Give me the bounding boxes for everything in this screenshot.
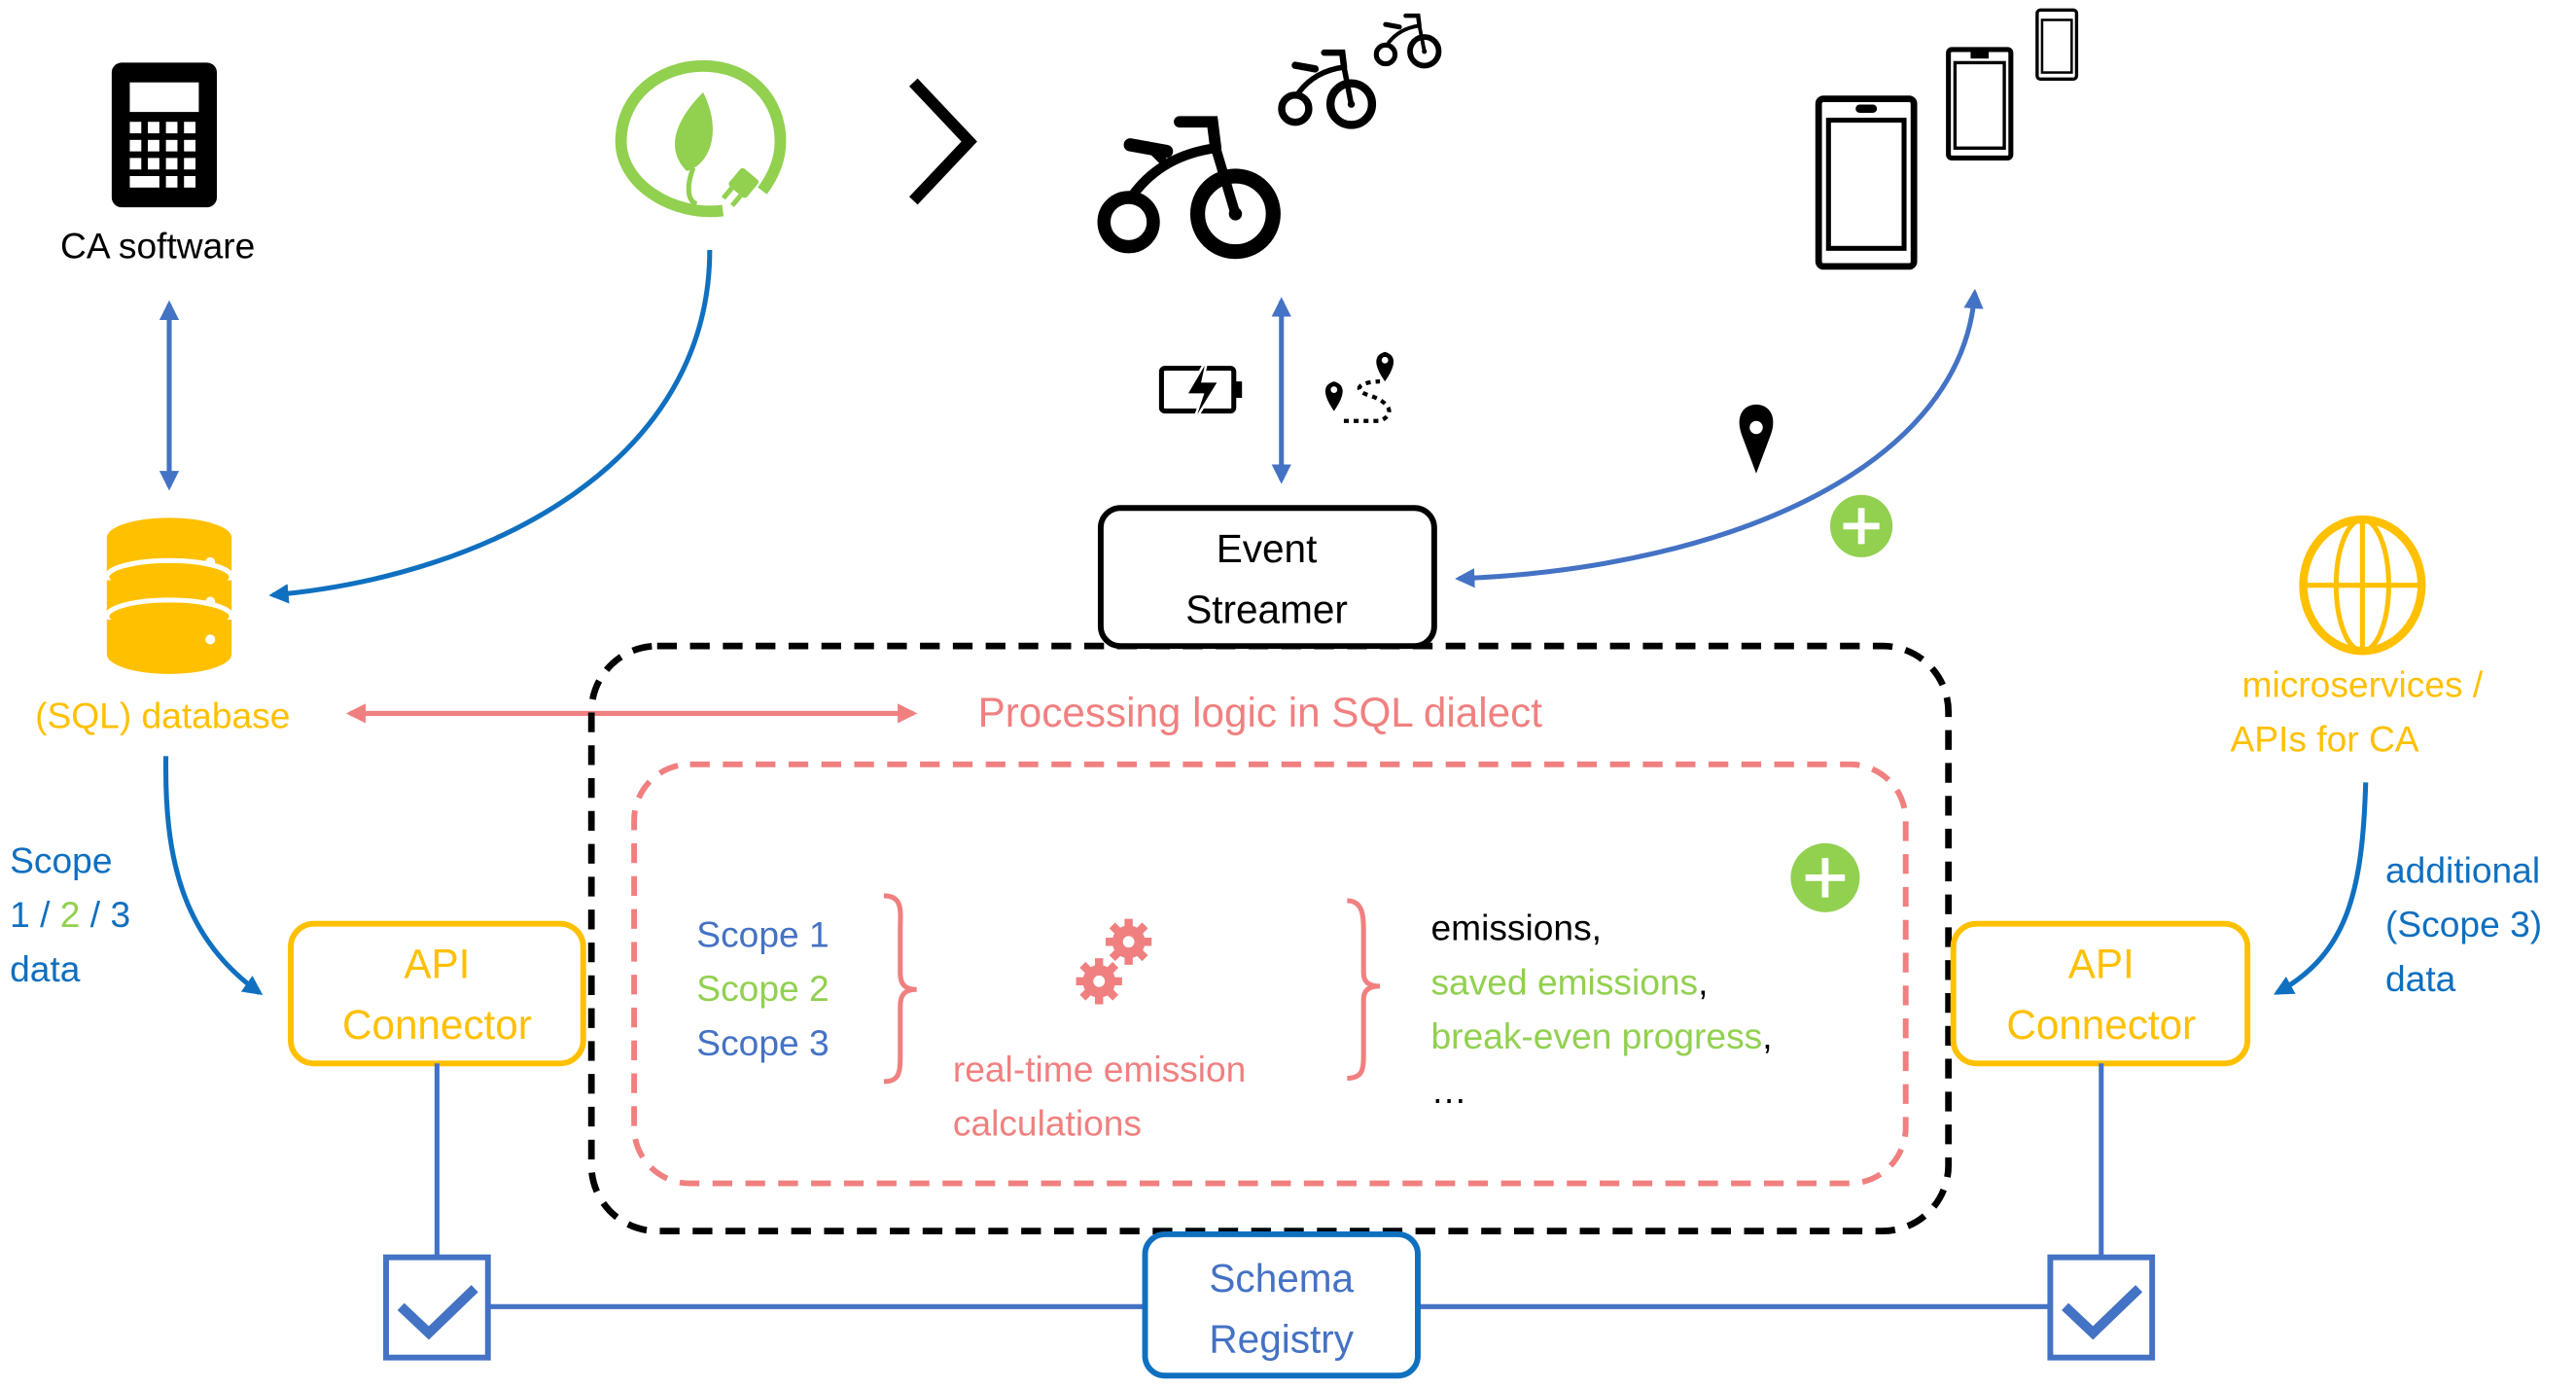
chevron-right-icon	[909, 78, 977, 205]
bicycle-icon	[1097, 116, 1281, 260]
bicycle-icon	[1373, 13, 1442, 69]
engine-label-line1: real-time emission	[953, 1049, 1246, 1089]
checkbox-check-icon	[383, 1254, 491, 1361]
gears-icon	[1076, 918, 1152, 1005]
api-connector-right[interactable]: API Connector	[1950, 920, 2251, 1067]
bicycle-icon	[1278, 49, 1377, 129]
right-scope-label-line3: data	[2385, 958, 2456, 999]
db-connector-arrow	[163, 756, 264, 995]
location-pin-icon	[1739, 404, 1774, 474]
event-streamer-line1: Event	[1217, 526, 1318, 571]
output-item: emissions,	[1430, 908, 1602, 948]
ms-connector-arrow	[2273, 782, 2369, 995]
processing-container	[587, 642, 1953, 1234]
output-item: saved emissions,	[1430, 961, 1708, 1002]
ca-software-label: CA software	[60, 225, 255, 266]
input-brace	[883, 893, 917, 1085]
route-pins-icon	[1324, 351, 1394, 423]
schema-registry-node[interactable]: Schema Registry	[1142, 1231, 1421, 1379]
globe-icon	[2299, 515, 2426, 656]
engine-label-line2: calculations	[953, 1103, 1142, 1144]
event-streamer-line2: Streamer	[1185, 588, 1348, 632]
left-scope-label-line1: Scope	[10, 839, 112, 880]
output-item: …	[1430, 1070, 1466, 1111]
schema-registry-line2: Registry	[1209, 1317, 1354, 1362]
right-scope-label-line2: (Scope 3)	[2385, 904, 2542, 944]
left-scope-label-line2: 1 / 2 / 3	[10, 894, 130, 935]
battery-charging-icon	[1158, 357, 1243, 425]
api-connector-right-line1: API	[2068, 941, 2135, 986]
output-brace	[1347, 898, 1381, 1082]
smartphone-icon	[1946, 47, 2014, 160]
energy-db-arrow	[268, 250, 713, 604]
smartphone-icon	[2035, 8, 2079, 82]
api-connector-left[interactable]: API Connector	[288, 920, 586, 1067]
database-label: (SQL) database	[35, 695, 290, 736]
schema-registry-line1: Schema	[1209, 1256, 1354, 1300]
processing-title: Processing logic in SQL dialect	[978, 690, 1543, 735]
checkbox-check-icon	[2047, 1254, 2156, 1361]
scope-1-input: Scope 1	[696, 913, 829, 954]
microservices-label-line1: microservices /	[2242, 664, 2484, 705]
scope-2-input: Scope 2	[696, 968, 829, 1009]
right-scope-label-line1: additional	[2385, 849, 2540, 890]
api-connector-left-line2: Connector	[342, 1002, 532, 1048]
plus-circle-icon	[1830, 494, 1893, 557]
calculator-icon	[111, 62, 218, 208]
event-streamer-node[interactable]: Event Streamer	[1097, 505, 1437, 650]
api-connector-right-line2: Connector	[2006, 1002, 2196, 1048]
microservices-label-line2: APIs for CA	[2230, 718, 2418, 759]
api-connector-left-line1: API	[404, 941, 470, 986]
database-icon	[104, 517, 234, 674]
phone-streamer-arrow	[1455, 288, 1984, 588]
left-scope-label-line3: data	[10, 948, 81, 989]
output-item: break-even progress,	[1430, 1015, 1772, 1056]
scope-3-input: Scope 3	[696, 1022, 829, 1063]
leaf-plug-icon	[615, 59, 787, 218]
plus-circle-icon	[1790, 842, 1860, 912]
smartphone-icon	[1815, 95, 1918, 270]
